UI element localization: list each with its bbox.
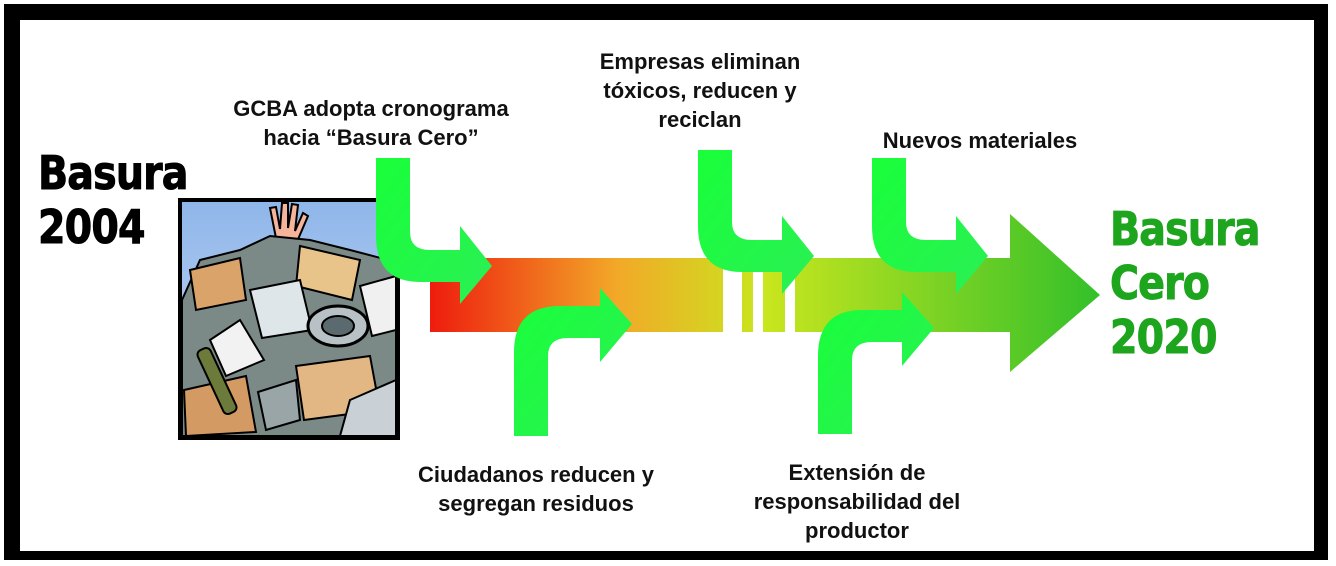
flow-segment-3 bbox=[763, 258, 785, 332]
start-line-2: 2004 bbox=[38, 200, 146, 255]
step-label-materiales: Nuevos materiales bbox=[882, 128, 1078, 153]
flow-segment-2 bbox=[742, 258, 753, 332]
step-label-empresas: Empresas eliminan tóxicos, reducen y rec… bbox=[599, 49, 801, 132]
step-label-ciudadanos: Ciudadanos reducen y segregan residuos bbox=[418, 462, 654, 516]
goal-line-2: Cero bbox=[1110, 256, 1211, 311]
step-label-productor: Extensión de responsabilidad del product… bbox=[753, 460, 961, 543]
input-arrow-ciudadanos bbox=[514, 288, 632, 436]
step-label-gcba: GCBA adopta cronograma hacia “Basura Cer… bbox=[233, 96, 509, 150]
start-label: Basura 2004 bbox=[38, 146, 189, 255]
input-arrow-materiales bbox=[872, 158, 988, 294]
goal-label: Basura Cero 2020 bbox=[1110, 202, 1261, 365]
input-arrow-empresas bbox=[698, 150, 814, 294]
goal-line-1: Basura bbox=[1110, 202, 1261, 257]
garbage-pile-icon bbox=[178, 198, 400, 440]
start-line-1: Basura bbox=[38, 146, 189, 201]
input-arrow-gcba bbox=[376, 158, 492, 304]
goal-line-3: 2020 bbox=[1110, 310, 1218, 365]
input-arrow-productor bbox=[818, 292, 934, 434]
flow-arrowhead bbox=[795, 214, 1100, 372]
